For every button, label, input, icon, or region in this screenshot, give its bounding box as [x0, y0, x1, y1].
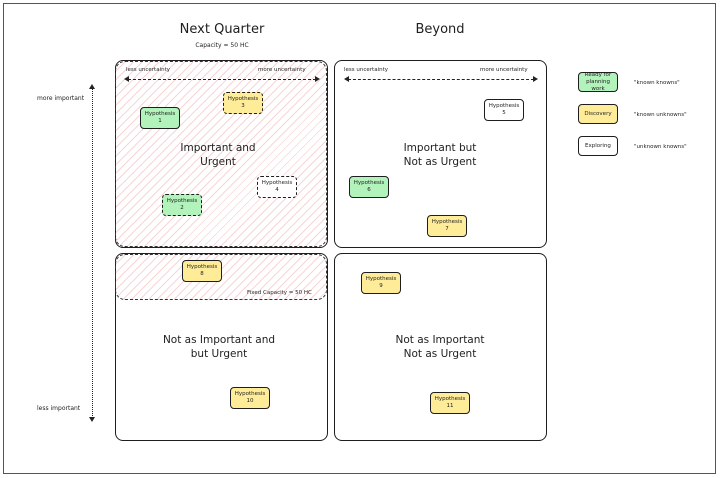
arrow-down-icon — [89, 417, 95, 422]
quadrant-label-line: Important but — [403, 142, 477, 154]
capacity-label: Capacity = 50 HC — [195, 42, 249, 49]
hypothesis-title: Hypothesis — [186, 264, 218, 270]
hypothesis-title: Hypothesis — [434, 396, 466, 402]
hypothesis-card[interactable]: Hypothesis 2 — [162, 194, 202, 216]
hypothesis-number: 6 — [367, 187, 371, 193]
quadrant-label-4: Not as Important Not as Urgent — [350, 333, 530, 361]
quadrant-important-urgent — [115, 60, 328, 248]
legend-label: Discovery — [584, 110, 612, 117]
legend-desc: "known knowns" — [634, 80, 680, 86]
hypothesis-title: Hypothesis — [353, 180, 385, 186]
hypothesis-title: Hypothesis — [227, 96, 259, 102]
legend-label: Ready for — [584, 71, 612, 78]
capacity-zone-top — [115, 61, 327, 247]
quadrant-label-line: but Urgent — [190, 348, 248, 360]
uncertainty-arrow — [128, 79, 316, 80]
hypothesis-title: Hypothesis — [144, 111, 176, 117]
hypothesis-card[interactable]: Hypothesis 9 — [361, 272, 401, 294]
canvas-frame — [3, 3, 716, 474]
hypothesis-number: 8 — [200, 271, 204, 277]
quadrant-label-line: Urgent — [200, 156, 236, 168]
hypothesis-number: 7 — [445, 226, 449, 232]
hypothesis-card[interactable]: Hypothesis 10 — [230, 387, 270, 409]
more-uncertainty-label: more uncertainty — [480, 67, 528, 73]
column-title-beyond: Beyond — [415, 22, 465, 37]
legend-label: planning work — [586, 78, 610, 92]
quadrant-label-line: Not as Urgent — [403, 348, 477, 360]
hypothesis-number: 10 — [246, 398, 254, 404]
quadrant-label-line: Not as Important — [395, 334, 485, 346]
hypothesis-title: Hypothesis — [488, 103, 520, 109]
hypothesis-number: 11 — [446, 403, 454, 409]
more-important-label: more important — [37, 95, 85, 102]
hypothesis-card[interactable]: Hypothesis 8 — [182, 260, 222, 282]
arrow-right-icon — [533, 76, 538, 82]
arrow-right-icon — [315, 76, 320, 82]
hypothesis-number: 4 — [275, 187, 279, 193]
hypothesis-title: Hypothesis — [431, 219, 463, 225]
hypothesis-number: 2 — [180, 205, 184, 211]
hypothesis-card[interactable]: Hypothesis 4 — [257, 176, 297, 198]
legend-ready-swatch: Ready for planning work — [578, 72, 618, 92]
column-title-next-quarter: Next Quarter — [179, 22, 265, 37]
hypothesis-card[interactable]: Hypothesis 7 — [427, 215, 467, 237]
hypothesis-card[interactable]: Hypothesis 3 — [223, 92, 263, 114]
hypothesis-card[interactable]: Hypothesis 1 — [140, 107, 180, 129]
arrow-up-icon — [89, 84, 95, 89]
hypothesis-card[interactable]: Hypothesis 6 — [349, 176, 389, 198]
fixed-capacity-label: Fixed Capacity = 50 HC — [247, 290, 312, 296]
legend-desc: "known unknowns" — [634, 112, 687, 118]
arrow-left-icon — [344, 76, 349, 82]
quadrant-label-line: Important and — [180, 142, 256, 154]
hypothesis-number: 9 — [379, 283, 383, 289]
uncertainty-arrow — [348, 79, 534, 80]
less-important-label: less important — [37, 405, 81, 412]
quadrant-label-2: Important but Not as Urgent — [350, 141, 530, 169]
hypothesis-title: Hypothesis — [166, 198, 198, 204]
legend-desc: "unknown knowns" — [634, 144, 687, 150]
more-uncertainty-label: more uncertainty — [258, 67, 306, 73]
hypothesis-number: 5 — [502, 110, 506, 116]
less-uncertainty-label: less uncertainty — [126, 67, 170, 73]
quadrant-not-important-urgent — [115, 253, 328, 441]
quadrant-label-3: Not as Important and but Urgent — [129, 333, 309, 361]
arrow-left-icon — [124, 76, 129, 82]
hypothesis-title: Hypothesis — [365, 276, 397, 282]
less-uncertainty-label: less uncertainty — [344, 67, 388, 73]
hypothesis-title: Hypothesis — [261, 180, 293, 186]
quadrant-label-line: Not as Urgent — [403, 156, 477, 168]
hypothesis-number: 1 — [158, 118, 162, 124]
legend-exploring-swatch: Exploring — [578, 136, 618, 156]
hypothesis-title: Hypothesis — [234, 391, 266, 397]
hypothesis-card[interactable]: Hypothesis 11 — [430, 392, 470, 414]
quadrant-label-1: Important and Urgent — [128, 141, 308, 169]
hypothesis-number: 3 — [241, 103, 245, 109]
quadrant-label-line: Not as Important and — [162, 334, 276, 346]
importance-arrow — [92, 88, 93, 418]
hypothesis-card[interactable]: Hypothesis 5 — [484, 99, 524, 121]
legend-discovery-swatch: Discovery — [578, 104, 618, 124]
legend-label: Exploring — [585, 142, 611, 149]
